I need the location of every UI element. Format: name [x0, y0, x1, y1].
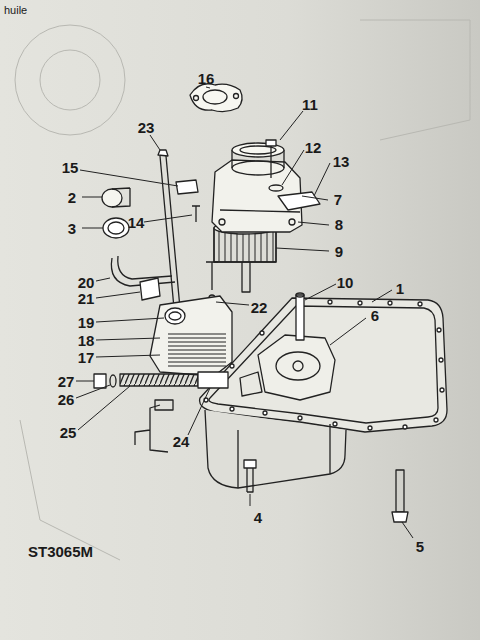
callout-number: 8 — [335, 217, 343, 232]
callout-number: 4 — [254, 510, 262, 525]
callout-number: 25 — [60, 425, 77, 440]
callout-number: 23 — [138, 120, 155, 135]
callout-number: 11 — [302, 97, 318, 112]
callout-number: 10 — [337, 275, 354, 290]
callout-number: 14 — [128, 215, 145, 230]
callout-number: 24 — [173, 434, 190, 449]
callout-number: 6 — [371, 308, 379, 323]
callout-number: 15 — [62, 160, 79, 175]
figure-code: ST3065M — [28, 544, 93, 559]
callout-number: 3 — [68, 221, 76, 236]
callout-number: 26 — [58, 392, 75, 407]
callout-number: 2 — [68, 190, 76, 205]
callout-number: 19 — [78, 315, 95, 330]
callout-number: 20 — [78, 275, 95, 290]
callout-number: 13 — [333, 154, 350, 169]
callout-number: 17 — [78, 350, 95, 365]
callout-number: 9 — [335, 244, 343, 259]
callout-number: 5 — [416, 539, 424, 554]
callout-number: 1 — [396, 281, 404, 296]
callout-number: 12 — [305, 140, 322, 155]
callout-number: huile — [4, 5, 27, 16]
callout-number: 7 — [334, 192, 342, 207]
callout-number: 27 — [58, 374, 75, 389]
callout-number: 22 — [251, 300, 268, 315]
callout-number: 18 — [78, 333, 95, 348]
callout-number: 21 — [78, 291, 95, 306]
callout-number: 16 — [198, 71, 215, 86]
